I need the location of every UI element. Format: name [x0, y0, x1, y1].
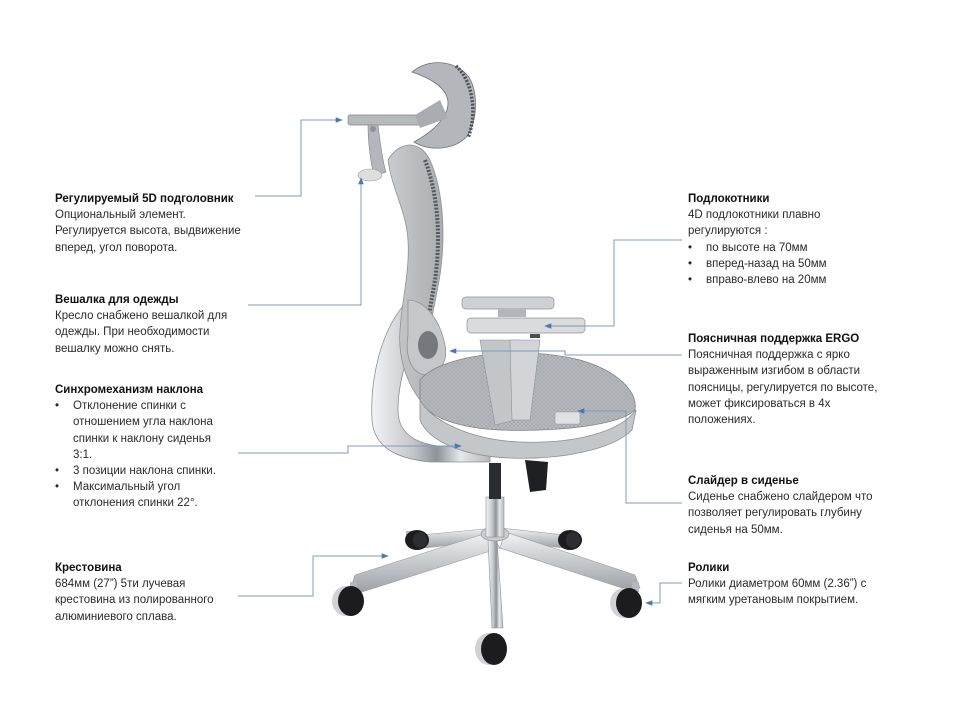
connector-lumbar: [449, 348, 682, 356]
connector-mechanism: [238, 443, 462, 454]
callout-bullet-list: Отклонение спинки с отношением угла накл…: [55, 398, 255, 511]
callout-text: алюминиевого сплава.: [55, 610, 177, 623]
callout-slider: Слайдер в сиденье Сиденье снабжено слайд…: [688, 473, 918, 538]
callout-bullet: 3 позиции наклона спинки.: [55, 463, 255, 479]
callout-title: Регулируемый 5D подголовник: [55, 193, 234, 205]
callout-bullet: вперед-назад на 50мм: [688, 256, 888, 272]
caster-back-right-icon: [558, 530, 582, 550]
connector-slider: [577, 408, 682, 504]
connector-armrests: [544, 239, 682, 329]
callout-text: Кресло снабжено вешалкой для: [55, 310, 228, 323]
callout-text: одежды. При необходимости: [55, 326, 210, 339]
callout-title: Синхромеханизм наклона: [55, 384, 204, 396]
callout-headrest: Регулируемый 5D подголовник Опциональный…: [55, 191, 265, 256]
caster-back-left-icon: [405, 530, 429, 550]
callout-text: Регулируется высота, выдвижение: [55, 225, 241, 238]
callout-text: Поясничная поддержка с ярко: [688, 349, 850, 362]
callout-text: Максимальный угол: [73, 481, 181, 494]
connector-headrest: [255, 117, 343, 197]
caster-front-left-icon: [332, 582, 364, 616]
callout-text: крестовина из полированного: [55, 594, 214, 607]
callout-text: мягким уретановым покрытием.: [688, 594, 859, 607]
callout-text: может фиксироваться в 4х: [688, 397, 831, 410]
callout-text: отношением угла наклона: [73, 416, 213, 429]
callout-text: Отклонение спинки с: [73, 400, 186, 413]
connector-base: [238, 553, 389, 597]
callout-text: регулируются :: [688, 225, 768, 238]
connector-lines: [238, 117, 682, 606]
callout-lumbar: Поясничная поддержка ERGO Поясничная под…: [688, 331, 918, 428]
connector-hanger: [248, 177, 364, 306]
callout-hanger: Вешалка для одежды Кресло снабжено вешал…: [55, 292, 255, 357]
callout-bullet: Отклонение спинки с отношением угла накл…: [55, 398, 255, 463]
backrest: [387, 144, 448, 403]
callout-mechanism: Синхромеханизм наклона Отклонение спинки…: [55, 382, 255, 512]
callout-text: 684мм (27”) 5ти лучевая: [55, 578, 186, 591]
callout-bullet: по высоте на 70мм: [688, 240, 888, 256]
callout-text: вешалку можно снять.: [55, 342, 175, 355]
callout-text: положениях.: [688, 414, 756, 427]
callout-title: Подлокотники: [688, 193, 770, 205]
headrest: [347, 62, 476, 182]
callout-bullet: Максимальный угол отклонения спинки 22°.: [55, 479, 255, 511]
callout-bullet: вправо-влево на 20мм: [688, 272, 888, 288]
callout-title: Ролики: [688, 562, 730, 574]
callout-armrests: Подлокотники 4D подлокотники плавно регу…: [688, 191, 888, 288]
callout-text: вперед, угол поворота.: [55, 241, 178, 254]
callout-text: выраженным изгибом в области: [688, 365, 861, 378]
callout-text: Ролики диаметром 60мм (2.36”) с: [688, 578, 867, 591]
callout-text: 3:1.: [73, 448, 93, 461]
callout-title: Слайдер в сиденье: [688, 475, 799, 487]
callout-text: отклонения спинки 22°.: [73, 497, 198, 510]
callout-bullet-list: по высоте на 70мм вперед-назад на 50мм в…: [688, 240, 888, 289]
caster-front-right-icon: [610, 582, 642, 618]
callout-base: Крестовина 684мм (27”) 5ти лучевая крест…: [55, 560, 265, 625]
callout-title: Вешалка для одежды: [55, 294, 179, 306]
callout-text: 4D подлокотники плавно: [688, 209, 821, 222]
callout-casters: Ролики Ролики диаметром 60мм (2.36”) с м…: [688, 560, 918, 609]
star-base: [349, 463, 641, 629]
callout-title: Крестовина: [55, 562, 122, 574]
callout-text: поясницы, регулируется по высоте,: [688, 381, 878, 394]
casters: [332, 530, 642, 665]
callout-text: сиденья на 50мм.: [688, 523, 783, 536]
callout-text: спинки к наклону сиденья: [73, 432, 211, 445]
connector-casters: [645, 582, 682, 606]
callout-text: 3 позиции наклона спинки.: [73, 465, 216, 478]
caster-front-center-icon: [475, 633, 507, 665]
callout-title: Поясничная поддержка ERGO: [688, 333, 860, 345]
callout-text: позволяет регулировать глубину: [688, 507, 862, 520]
callout-text: Сиденье снабжено слайдером что: [688, 491, 873, 504]
callout-text: Опциональный элемент.: [55, 209, 186, 222]
armrest: [461, 296, 586, 426]
